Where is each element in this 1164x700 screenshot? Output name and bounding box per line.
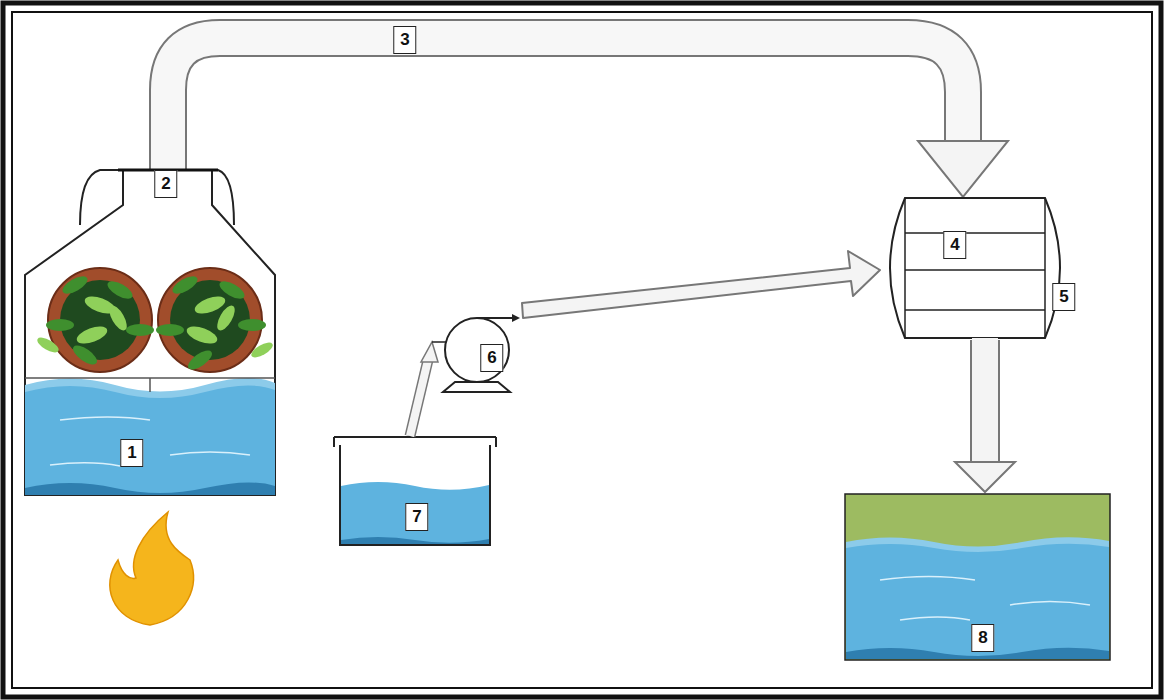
callout-number: 5 (1052, 283, 1075, 311)
suction-pipe (410, 342, 446, 436)
water-reservoir (334, 437, 496, 545)
callout-number: 4 (943, 231, 966, 259)
callout-number: 7 (405, 503, 428, 531)
coolant-pipe (522, 251, 880, 318)
condenser (890, 198, 1060, 338)
callout-number: 2 (154, 170, 177, 198)
outer-frame (3, 3, 1161, 697)
callout-number: 3 (393, 26, 416, 54)
receiver-tank (845, 494, 1110, 660)
callout-number: 6 (480, 344, 503, 372)
pump (443, 314, 520, 392)
vapour-pipe (168, 38, 1008, 200)
callout-number: 1 (120, 439, 143, 467)
inner-frame (12, 12, 1152, 688)
callout-number: 8 (971, 624, 994, 652)
still-flask (25, 170, 275, 495)
outlet-pipe (955, 338, 1015, 492)
burner-flame (110, 512, 194, 625)
